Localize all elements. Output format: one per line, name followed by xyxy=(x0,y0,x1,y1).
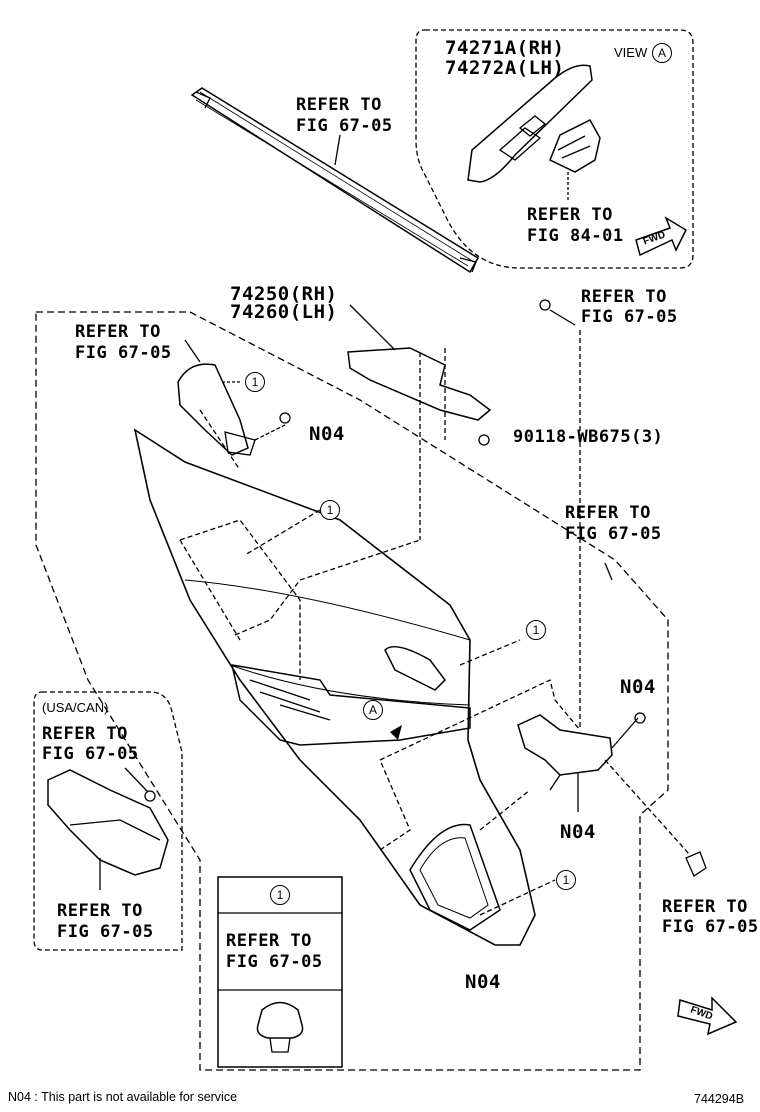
side-bracket-shape xyxy=(517,714,613,776)
usa-can-bracket-shape xyxy=(47,769,169,876)
refer-bottom-right-line1: REFER TO xyxy=(662,897,748,917)
armrest-part-rh: 74250(RH) xyxy=(230,283,338,305)
clip-marker-4: 1 xyxy=(556,870,576,890)
refer-right-mid-line1: REFER TO xyxy=(565,503,651,523)
legend-refer-line2: FIG 67-05 xyxy=(226,952,323,972)
pocket-shape xyxy=(409,823,501,931)
usa-can-refer-top-line2: FIG 67-05 xyxy=(42,744,139,764)
refer-bottom-right-line2: FIG 67-05 xyxy=(662,917,759,937)
refer-clip-top-line1: REFER TO xyxy=(581,287,667,307)
usa-can-refer-bottom-line2: FIG 67-05 xyxy=(57,922,154,942)
view-letter-circle: A xyxy=(652,43,672,63)
main-enclosure xyxy=(35,311,669,1071)
screw-part-label: 90118-WB675(3) xyxy=(513,427,664,447)
switch-bezel-shape xyxy=(467,64,593,183)
clip-fastener-shape xyxy=(256,1001,304,1039)
clip-marker-3: 1 xyxy=(526,620,546,640)
usa-can-refer-top-line1: REFER TO xyxy=(42,724,128,744)
weatherstrip-shape xyxy=(190,87,480,274)
legend-refer-line1: REFER TO xyxy=(226,931,312,951)
refer-weatherstrip-line1: REFER TO xyxy=(296,95,382,115)
refer-right-mid-line2: FIG 67-05 xyxy=(565,524,662,544)
upper-bracket-shape xyxy=(177,363,249,456)
refer-upper-left-line1: REFER TO xyxy=(75,322,161,342)
clip-bottom-right xyxy=(685,851,707,877)
refer-switch-line2: FIG 84-01 xyxy=(527,226,624,246)
view-a-outline xyxy=(415,29,694,269)
inside-handle-shape xyxy=(384,645,446,691)
refer-clip-top-line2: FIG 67-05 xyxy=(581,307,678,327)
n04-right-bottom-label: N04 xyxy=(560,821,596,843)
refer-upper-left-line2: FIG 67-05 xyxy=(75,343,172,363)
legend-number: 1 xyxy=(270,885,290,905)
clip-marker-2: 1 xyxy=(320,500,340,520)
n04-bottom-label: N04 xyxy=(465,971,501,993)
fwd-arrow-bottom xyxy=(677,996,738,1036)
armrest-part-lh: 74260(LH) xyxy=(230,301,338,323)
usa-can-outline xyxy=(33,691,183,951)
diagram-id: 744294B xyxy=(694,1092,745,1106)
legend-box-outline xyxy=(217,876,343,1068)
usa-can-refer-bottom-line1: REFER TO xyxy=(57,901,143,921)
window-switch-shape xyxy=(549,119,601,173)
usa-can-title: (USA/CAN) xyxy=(42,700,109,715)
refer-weatherstrip-line2: FIG 67-05 xyxy=(296,116,393,136)
n04-upper-label: N04 xyxy=(309,423,345,445)
trim-part-rh: 74271A(RH) xyxy=(445,37,565,59)
clip-marker-1: 1 xyxy=(245,372,265,392)
footer-note: N04 : This part is not available for ser… xyxy=(8,1090,238,1104)
view-a-marker: A xyxy=(363,700,383,720)
fwd-arrow-top xyxy=(635,216,687,257)
refer-switch-line1: REFER TO xyxy=(527,205,613,225)
view-label: VIEW xyxy=(614,45,648,60)
armrest-shape xyxy=(347,347,492,421)
trim-part-lh: 74272A(LH) xyxy=(445,57,565,79)
n04-right-top-label: N04 xyxy=(620,676,656,698)
